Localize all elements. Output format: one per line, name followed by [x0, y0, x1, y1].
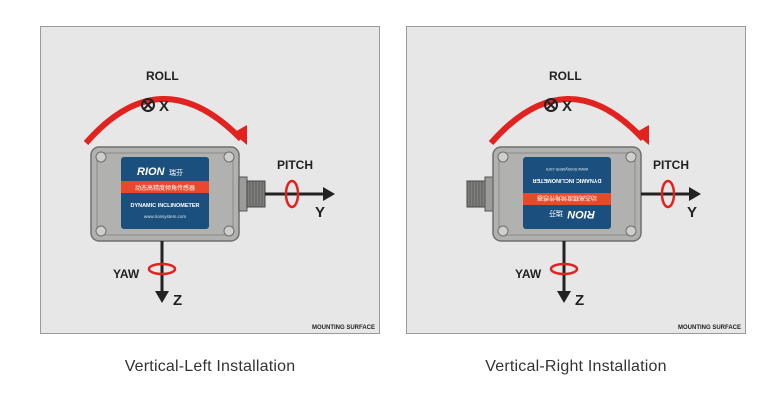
pitch-label: PITCH: [653, 158, 689, 172]
mounting-surface-label: MOUNTING SURFACE: [312, 325, 375, 331]
yaw-label: YAW: [515, 267, 542, 281]
device-cn-title: 动态高精度倾角传感器: [537, 194, 597, 202]
device-product: DYNAMIC INCLINOMETER: [532, 177, 601, 183]
diagram-panel-vertical-left: ROLL X RION 瑞芬 动态高精度倾角传感器 DYNAMIC INCLIN…: [40, 26, 380, 334]
roll-arc-head: [635, 125, 649, 145]
z-axis-label: Z: [575, 292, 584, 309]
caption-vertical-right: Vertical-Right Installation: [485, 358, 667, 375]
circled-times-icon: [141, 98, 155, 112]
caption-vertical-left: Vertical-Left Installation: [124, 358, 296, 375]
rotation-ring-icon: [147, 262, 177, 276]
device-website: www.rionsystem.com: [144, 214, 187, 219]
device-website: www.rionsystem.com: [546, 167, 589, 172]
roll-arc-arrow: [488, 96, 646, 145]
roll-arc-head: [233, 125, 247, 145]
x-axis-label: X: [159, 98, 169, 115]
pitch-label: PITCH: [277, 158, 313, 172]
device-brand: RION: [137, 166, 166, 178]
vertical-right-diagram: ROLL X RION 瑞芬 动态高精度倾角传感器: [466, 69, 741, 331]
inclinometer-device: RION 瑞芬 动态高精度倾角传感器 DYNAMIC INCLINOMETER …: [492, 146, 642, 242]
roll-arc-arrow: [83, 96, 244, 145]
cable-connector: [466, 176, 494, 212]
cable-connector: [238, 176, 266, 212]
device-brand-cn: 瑞芬: [549, 209, 563, 218]
diagram-panel-vertical-right: ROLL X RION 瑞芬 动态高精度倾角传感器: [406, 26, 746, 334]
roll-label: ROLL: [146, 69, 179, 83]
inclinometer-device: RION 瑞芬 动态高精度倾角传感器 DYNAMIC INCLINOMETER …: [90, 146, 240, 242]
rotation-ring-icon: [284, 179, 300, 209]
y-axis-label: Y: [687, 204, 697, 221]
yaw-label: YAW: [113, 267, 140, 281]
device-cn-title: 动态高精度倾角传感器: [135, 184, 195, 192]
y-axis-label: Y: [315, 204, 325, 221]
vertical-left-diagram: ROLL X RION 瑞芬 动态高精度倾角传感器 DYNAMIC INCLIN…: [83, 69, 375, 331]
rotation-ring-icon: [549, 262, 579, 276]
z-axis-label: Z: [173, 292, 182, 309]
device-brand: RION: [566, 208, 595, 220]
device-brand-cn: 瑞芬: [169, 168, 183, 177]
x-axis-label: X: [562, 98, 572, 115]
roll-label: ROLL: [549, 69, 582, 83]
device-product: DYNAMIC INCLINOMETER: [130, 203, 199, 209]
rotation-ring-icon: [660, 179, 676, 209]
circled-times-icon: [544, 98, 558, 112]
mounting-surface-label: MOUNTING SURFACE: [678, 325, 741, 331]
